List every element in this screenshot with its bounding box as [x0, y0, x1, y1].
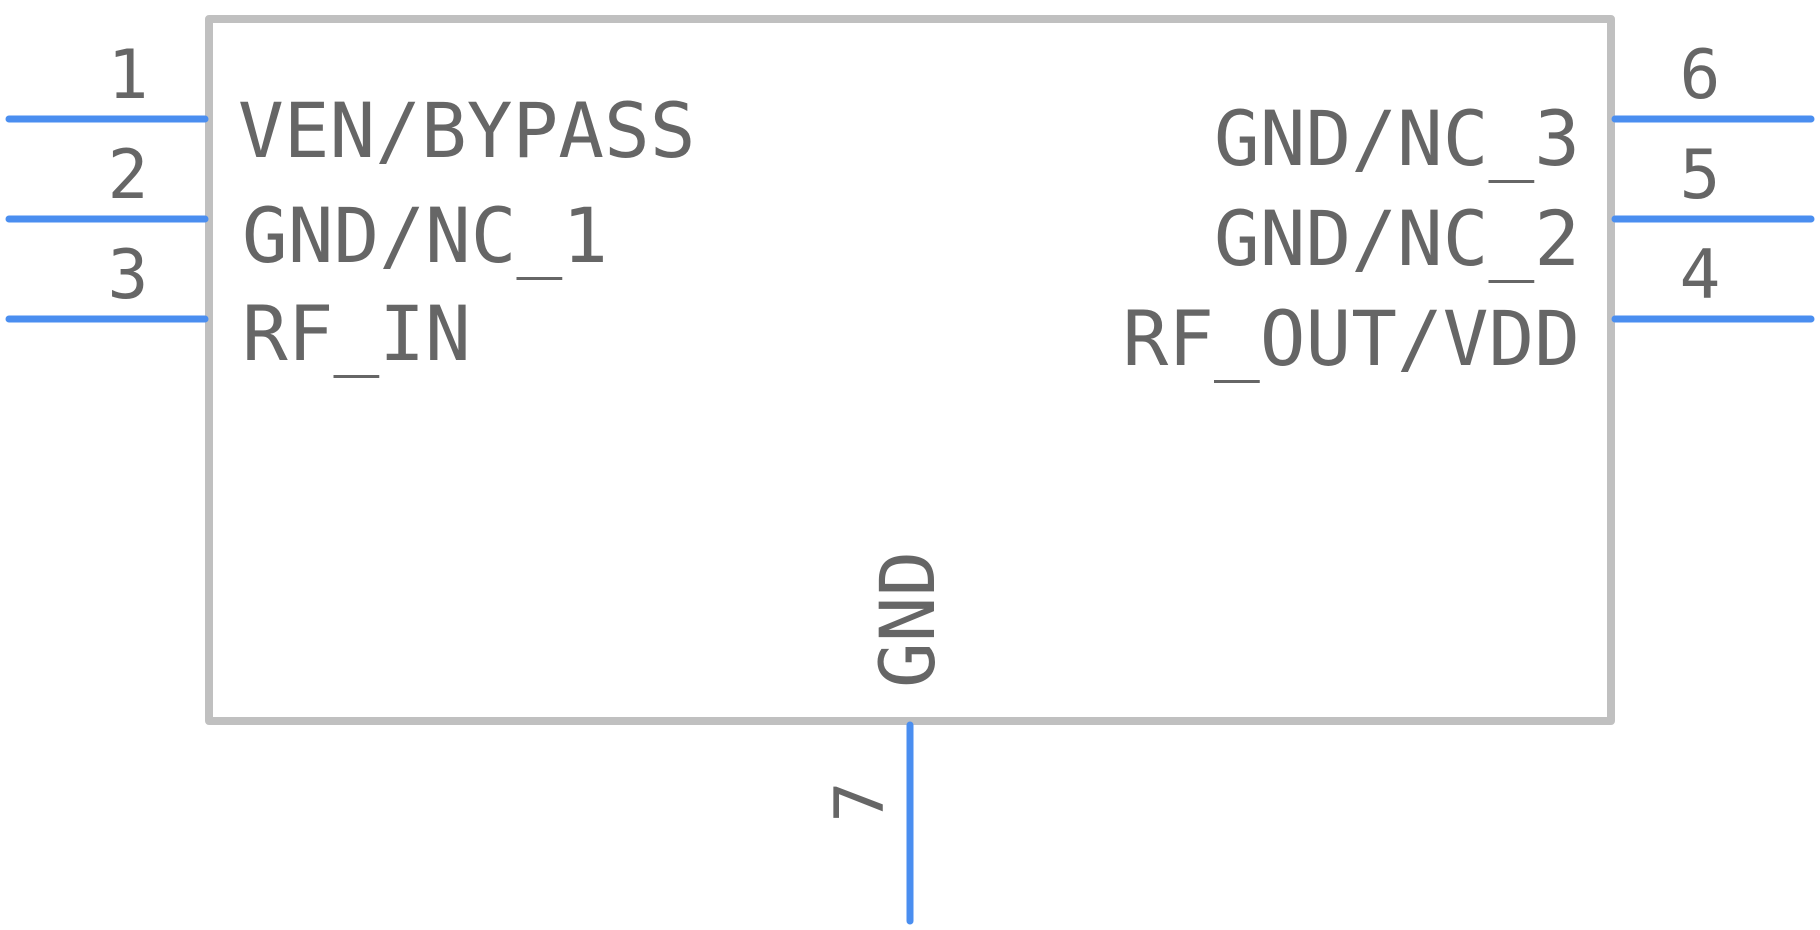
pin-5: 5 GND/NC_2 [1214, 136, 1815, 283]
pin-3: 3 RF_IN [5, 236, 471, 378]
component-body [205, 15, 1615, 725]
pin-2: 2 GND/NC_1 [5, 136, 608, 280]
pin-3-number: 3 [108, 236, 149, 315]
pin-1-number: 1 [108, 36, 149, 115]
pin-6-number: 6 [1680, 36, 1721, 115]
pin-7: 7 GND [821, 551, 952, 925]
pin-2-label: GND/NC_1 [242, 191, 608, 280]
pin-2-number: 2 [108, 136, 149, 215]
pin-6-label: GND/NC_3 [1214, 94, 1580, 183]
pin-4: 4 RF_OUT/VDD [1122, 236, 1815, 383]
pin-7-label: GND [863, 551, 952, 688]
pin-7-number: 7 [821, 782, 900, 823]
pin-4-number: 4 [1680, 236, 1721, 315]
pin-5-label: GND/NC_2 [1214, 194, 1580, 283]
pin-6: 6 GND/NC_3 [1214, 36, 1815, 183]
pin-4-label: RF_OUT/VDD [1122, 294, 1580, 383]
pin-1-label: VEN/BYPASS [238, 86, 696, 175]
pin-5-number: 5 [1680, 136, 1721, 215]
pin-1: 1 VEN/BYPASS [5, 36, 696, 175]
pin-3-label: RF_IN [242, 289, 471, 378]
